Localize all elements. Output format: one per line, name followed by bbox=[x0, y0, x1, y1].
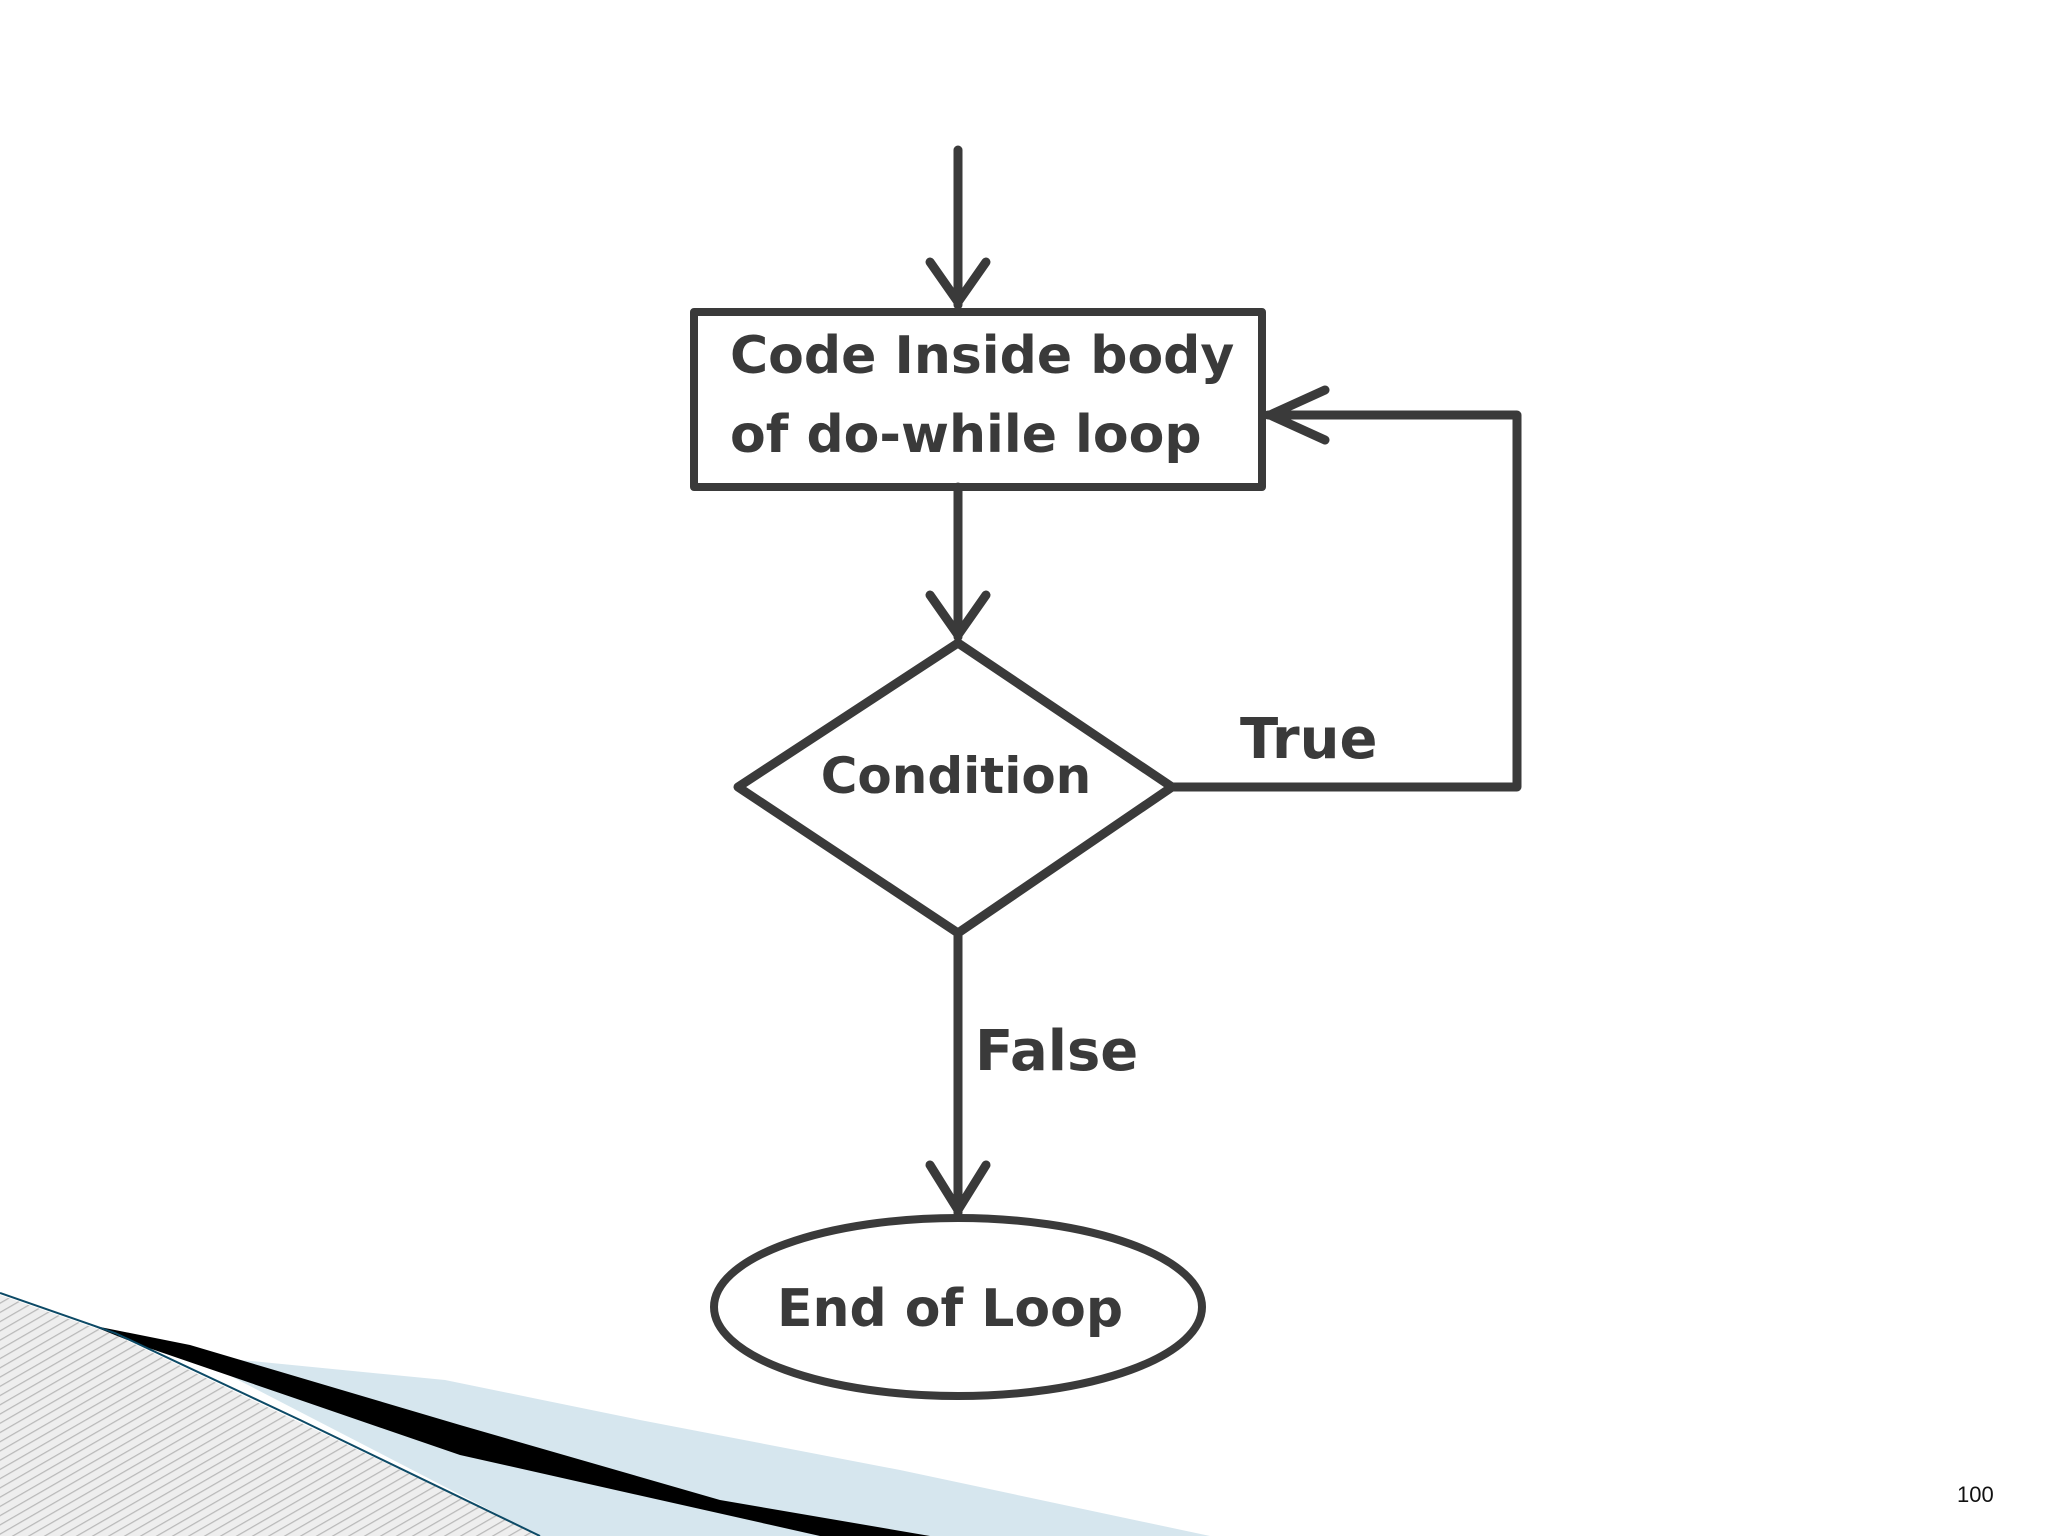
loop-body-label-line1: Code Inside body bbox=[730, 326, 1234, 386]
condition-label: Condition bbox=[821, 747, 1092, 805]
true-loop-head bbox=[1265, 385, 1330, 445]
teal-edge-line bbox=[0, 1292, 541, 1536]
slide-number: 100 bbox=[1957, 1482, 1994, 1507]
entry-arrow-head bbox=[925, 257, 991, 307]
true-loop-line bbox=[1167, 410, 1522, 792]
light-blue-band bbox=[190, 1355, 1210, 1536]
end-of-loop-label: End of Loop bbox=[777, 1279, 1123, 1339]
hatched-panel bbox=[0, 1295, 540, 1536]
body-to-condition-head bbox=[925, 590, 991, 640]
black-swoosh bbox=[90, 1325, 930, 1536]
flowchart bbox=[690, 145, 1522, 1400]
corner-decoration bbox=[0, 1292, 1210, 1536]
loop-body-label-line2: of do-while loop bbox=[730, 405, 1202, 465]
false-label: False bbox=[975, 1019, 1138, 1084]
false-arrow-head bbox=[925, 1160, 991, 1215]
loop-body-box bbox=[690, 308, 1266, 491]
end-of-loop-ellipse bbox=[710, 1214, 1206, 1400]
true-label: True bbox=[1240, 707, 1378, 772]
